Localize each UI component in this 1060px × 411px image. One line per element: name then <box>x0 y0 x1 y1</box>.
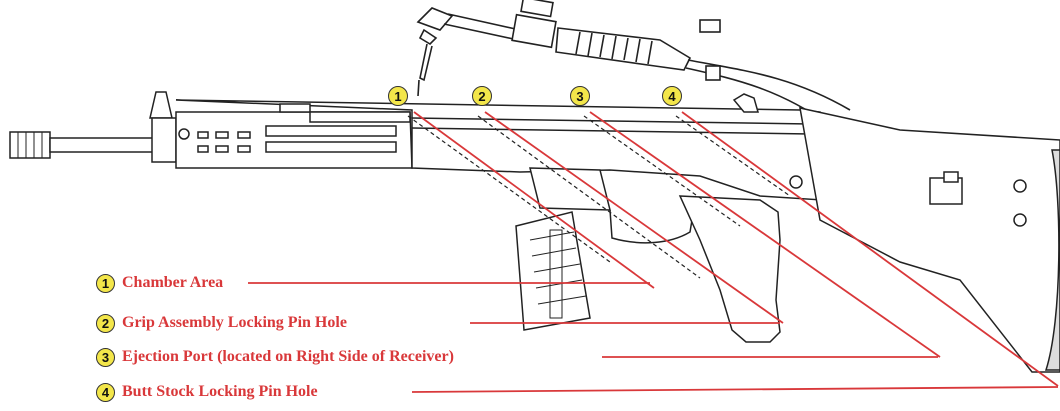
marker-2: 2 <box>472 86 492 106</box>
legend-label-1: Chamber Area <box>122 274 224 291</box>
legend-item-chamber-area: 1 Chamber Area <box>96 272 223 294</box>
legend-label-4: Butt Stock Locking Pin Hole <box>122 383 318 400</box>
legend-badge-1: 1 <box>96 273 115 293</box>
marker-4-number: 4 <box>668 88 676 104</box>
cutting-torch-drawing <box>416 0 851 126</box>
legend-badge-4: 4 <box>96 382 115 402</box>
leader-lines <box>248 111 1059 393</box>
legend-item-grip-assembly-pin: 2 Grip Assembly Locking Pin Hole <box>96 312 347 334</box>
legend-item-butt-stock-pin: 4 Butt Stock Locking Pin Hole <box>96 381 318 403</box>
legend-label-3: Ejection Port (located on Right Side of … <box>122 348 454 365</box>
legend-badge-2: 2 <box>96 313 115 333</box>
rifle-drawing <box>9 91 1060 373</box>
marker-4: 4 <box>662 86 682 106</box>
marker-3: 3 <box>570 86 590 106</box>
marker-2-number: 2 <box>478 88 486 104</box>
legend-badge-3: 3 <box>96 347 115 367</box>
cut-line-marks <box>407 115 791 279</box>
marker-1-number: 1 <box>394 88 402 104</box>
legend-item-ejection-port: 3 Ejection Port (located on Right Side o… <box>96 346 454 368</box>
marker-3-number: 3 <box>576 88 584 104</box>
marker-1: 1 <box>388 86 408 106</box>
legend-label-2: Grip Assembly Locking Pin Hole <box>122 314 347 331</box>
